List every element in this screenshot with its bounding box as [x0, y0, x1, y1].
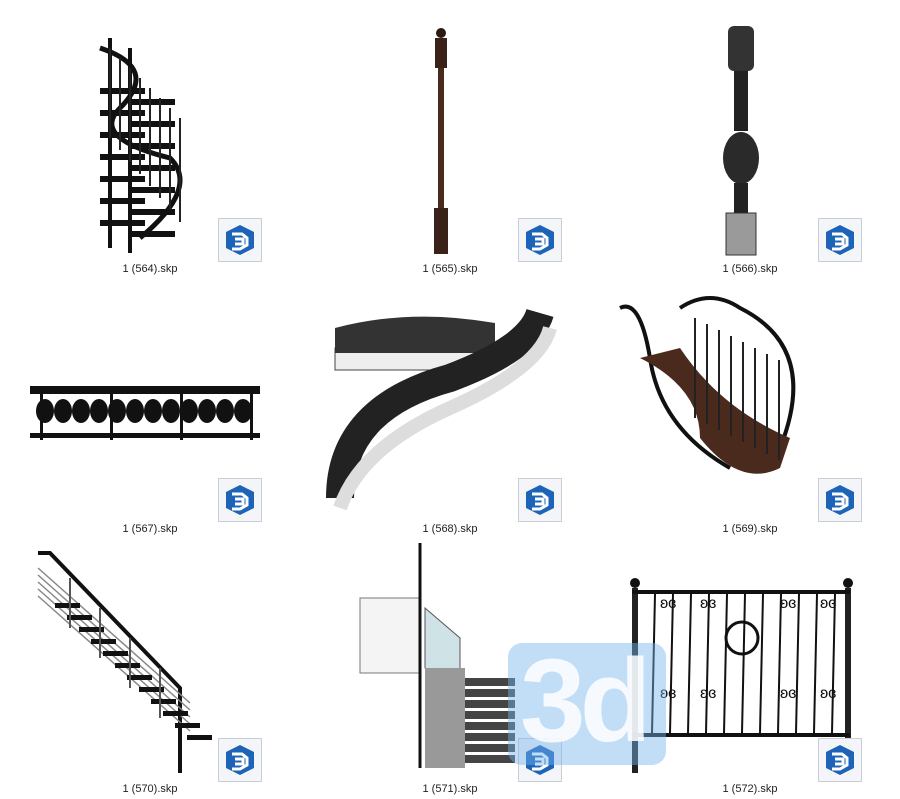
sketchup-icon [818, 218, 862, 262]
file-thumbnail[interactable] [600, 268, 900, 518]
file-name[interactable]: 1 (572).skp [722, 783, 778, 795]
stair-model-preview [359, 543, 515, 768]
file-name[interactable]: 1 (567).skp [122, 523, 178, 535]
sketchup-icon [818, 738, 862, 782]
sketchup-icon [218, 218, 262, 262]
file-name[interactable]: 1 (565).skp [422, 263, 478, 275]
file-name[interactable]: 1 (569).skp [722, 523, 778, 535]
stair-model-preview [37, 551, 212, 773]
stair-model-preview [326, 308, 557, 511]
file-name[interactable]: 1 (570).skp [122, 783, 178, 795]
file-item[interactable]: 1 (566).skp [600, 8, 900, 275]
file-item[interactable]: 1 (568).skp [300, 268, 600, 535]
file-thumbnail[interactable] [300, 528, 600, 778]
file-thumbnail[interactable] [0, 268, 300, 518]
stair-model-preview [30, 386, 260, 440]
svg-text:ʚɞ: ʚɞ [780, 685, 796, 702]
sketchup-icon [218, 738, 262, 782]
stair-model-preview [99, 38, 183, 253]
svg-text:ʚɞ: ʚɞ [820, 595, 836, 612]
file-thumbnail[interactable] [0, 528, 300, 778]
file-name[interactable]: 1 (564).skp [122, 263, 178, 275]
file-thumbnail[interactable] [300, 268, 600, 518]
file-item[interactable]: 1 (565).skp [300, 8, 600, 275]
file-thumbnail[interactable] [0, 8, 300, 258]
file-item[interactable]: 1 (569).skp [600, 268, 900, 535]
file-thumbnail[interactable] [300, 8, 600, 258]
file-item[interactable]: 1 (564).skp [0, 8, 300, 275]
stair-model-preview [723, 26, 759, 256]
svg-text:ʚɞ: ʚɞ [660, 595, 676, 612]
file-thumbnail[interactable] [600, 8, 900, 258]
file-thumbnail[interactable]: ʚɞ ʚɞ ʚɞ ʚɞ ʚɞ ʚɞ ʚɞ ʚɞ [600, 528, 900, 778]
sketchup-icon [218, 478, 262, 522]
stair-model-preview [619, 296, 796, 474]
sketchup-icon [818, 478, 862, 522]
file-name[interactable]: 1 (566).skp [722, 263, 778, 275]
watermark-text: 3d [520, 635, 652, 767]
stair-model-preview: ʚɞ ʚɞ ʚɞ ʚɞ ʚɞ ʚɞ ʚɞ ʚɞ [630, 578, 853, 773]
svg-text:ʚɞ: ʚɞ [700, 595, 716, 612]
stair-model-preview [434, 28, 448, 254]
svg-text:ʚɞ: ʚɞ [660, 685, 676, 702]
sketchup-icon [518, 738, 562, 782]
svg-text:ʚɞ: ʚɞ [780, 595, 796, 612]
file-name[interactable]: 1 (568).skp [422, 523, 478, 535]
sketchup-icon [518, 478, 562, 522]
file-item[interactable]: 1 (570).skp [0, 528, 300, 795]
svg-text:ʚɞ: ʚɞ [820, 685, 836, 702]
file-item[interactable]: 1 (567).skp [0, 268, 300, 535]
file-item[interactable]: 1 (571).skp [300, 528, 600, 795]
file-name[interactable]: 1 (571).skp [422, 783, 478, 795]
svg-text:ʚɞ: ʚɞ [700, 685, 716, 702]
watermark-logo: 3d [508, 635, 666, 767]
file-item[interactable]: ʚɞ ʚɞ ʚɞ ʚɞ ʚɞ ʚɞ ʚɞ ʚɞ 1 (572).skp [600, 528, 900, 795]
sketchup-icon [518, 218, 562, 262]
